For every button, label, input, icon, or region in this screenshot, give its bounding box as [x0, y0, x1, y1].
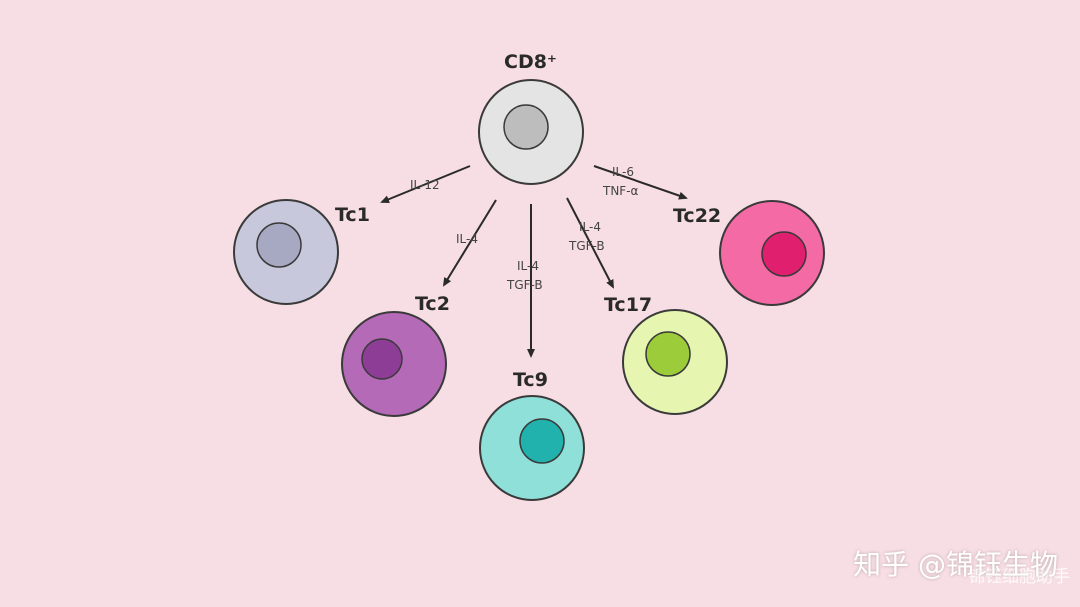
tc9-nucleus [519, 418, 565, 464]
tc1-nucleus [256, 222, 302, 268]
cytokine-tc2-1: IL-4 [456, 232, 478, 246]
tc9-cell: Tc9 [479, 369, 585, 501]
cd8-nucleus [503, 104, 549, 150]
tc17-cell: Tc17 [604, 294, 728, 415]
tc9-label: Tc9 [513, 369, 548, 391]
tc17-nucleus [645, 331, 691, 377]
watermark-sub: 锦钰细胞助手 [968, 567, 1070, 587]
cytokine-tc9-1: IL-4 [517, 259, 539, 273]
tc22-label: Tc22 [673, 205, 721, 227]
tc2-label: Tc2 [415, 293, 450, 315]
cytokine-tc22-2: TNF-α [602, 184, 639, 198]
cytokine-tc17-1: IL-4 [579, 220, 601, 234]
arrows [380, 165, 688, 358]
arrow-to-tc22 [593, 165, 688, 200]
tc17-label: Tc17 [604, 294, 652, 316]
tc1-cell: Tc1 [233, 199, 370, 305]
cd8-cell: CD8⁺ [478, 51, 584, 185]
tc1-label: Tc1 [335, 204, 370, 226]
arrow-to-tc1 [380, 165, 471, 204]
watermark: 知乎 @锦钰生物 [853, 548, 1058, 581]
tc2-nucleus [361, 338, 403, 380]
tc22-cell: Tc22 [673, 200, 825, 306]
cytokine-labels: IL-12 IL-4 IL-4 TGF-B IL-4 TGF-B IL-6 TN… [410, 165, 639, 292]
arrow-to-tc2 [442, 199, 497, 287]
cytokine-tc17-2: TGF-B [568, 239, 605, 253]
cytokine-tc22-1: IL-6 [612, 165, 634, 179]
cytokine-tc9-2: TGF-B [506, 278, 543, 292]
cd8-label: CD8⁺ [504, 51, 557, 73]
arrow-to-tc17 [566, 197, 614, 289]
cytokine-tc1-1: IL-12 [410, 178, 440, 192]
tc2-cell: Tc2 [341, 293, 450, 417]
tc22-nucleus [761, 231, 807, 277]
